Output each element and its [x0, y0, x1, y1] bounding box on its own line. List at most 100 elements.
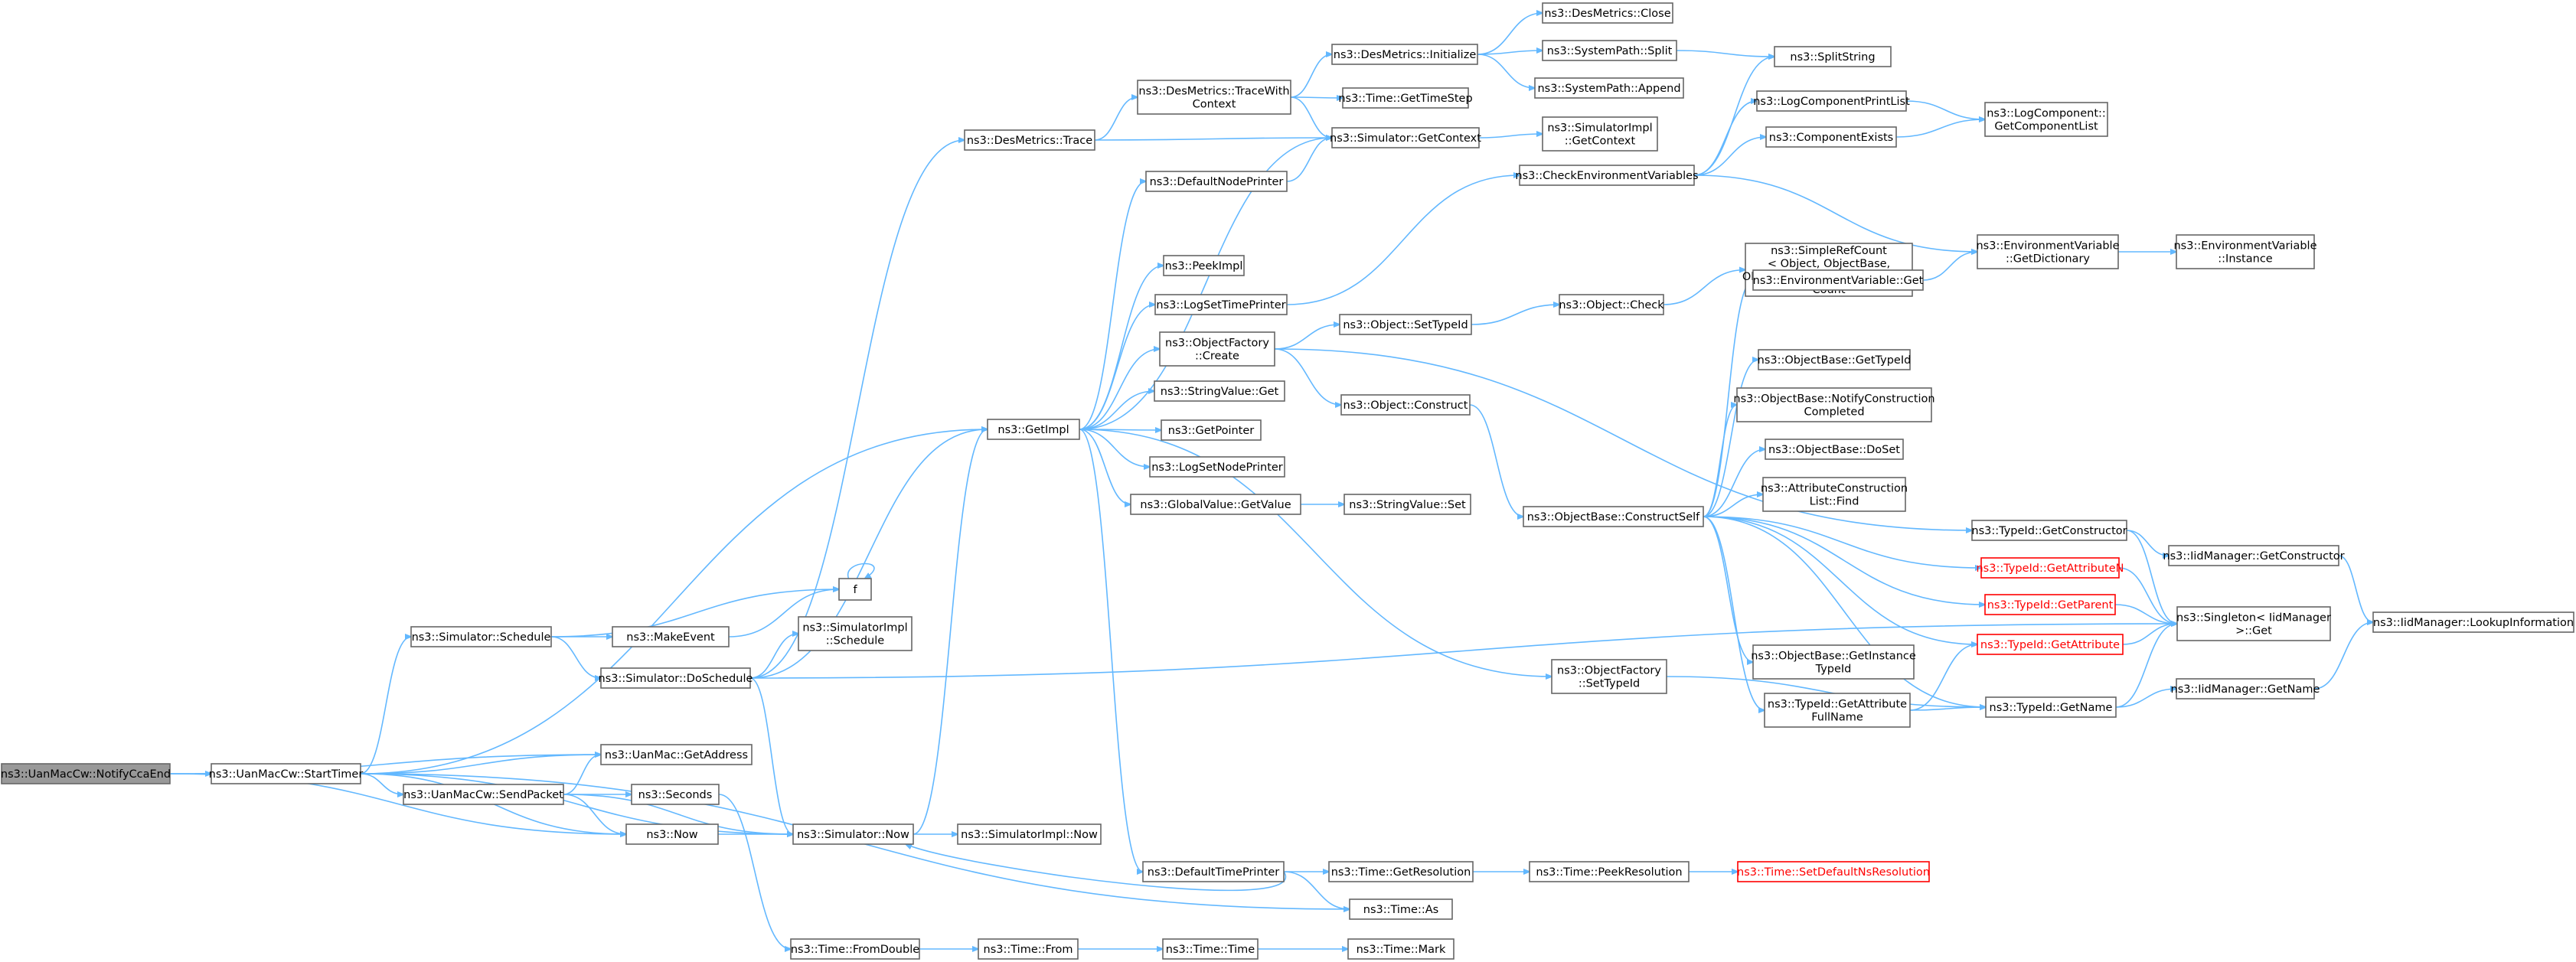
- node-logcomponent-getlist[interactable]: ns3::LogComponent::GetComponentList: [1984, 102, 2108, 137]
- node-time-peekresolution[interactable]: ns3::Time::PeekResolution: [1529, 861, 1690, 882]
- node-makeevent[interactable]: ns3::MakeEvent: [612, 626, 730, 647]
- node-uanmaccw-sendpacket[interactable]: ns3::UanMacCw::SendPacket: [403, 784, 564, 805]
- node-box: [1340, 394, 1471, 416]
- node-box: [1980, 557, 2120, 579]
- node-box: [1342, 87, 1469, 109]
- node-sim-schedule[interactable]: ns3::Simulator::Schedule: [410, 626, 552, 647]
- node-objectfactory-settypeid[interactable]: ns3::ObjectFactory::SetTypeId: [1551, 659, 1667, 694]
- node-sim-now[interactable]: ns3::Simulator::Now: [792, 823, 914, 845]
- node-typeid-getconstructor[interactable]: ns3::TypeId::GetConstructor: [1971, 520, 2127, 541]
- node-time-time[interactable]: ns3::Time::Time: [1162, 938, 1259, 960]
- edge-typeid-getname-to-singleton-get: [2115, 624, 2177, 708]
- node-time-from[interactable]: ns3::Time::From: [978, 938, 1079, 960]
- node-componentexists[interactable]: ns3::ComponentExists: [1765, 126, 1897, 148]
- node-singleton-get[interactable]: ns3::Singleton< IidManager>::Get: [2176, 606, 2331, 641]
- node-checkenvvars[interactable]: ns3::CheckEnvironmentVariables: [1515, 165, 1699, 186]
- node-envvar-get[interactable]: ns3::EnvironmentVariable::Get: [1752, 269, 1924, 291]
- node-typeid-getparent[interactable]: ns3::TypeId::GetParent: [1984, 594, 2116, 615]
- node-simimpl-now[interactable]: ns3::SimulatorImpl::Now: [957, 823, 1102, 845]
- node-time-fromdouble[interactable]: ns3::Time::FromDouble: [790, 938, 920, 960]
- node-time-gettimestep[interactable]: ns3::Time::GetTimeStep: [1338, 87, 1473, 109]
- node-stringvalue-set[interactable]: ns3::StringValue::Set: [1344, 494, 1471, 515]
- node-getimpl[interactable]: ns3::GetImpl: [987, 419, 1080, 440]
- node-object-check[interactable]: ns3::Object::Check: [1559, 294, 1664, 315]
- node-label: List::Find: [1810, 496, 1859, 508]
- node-iidmanager-lookupinformation[interactable]: ns3::IidManager::LookupInformation: [2372, 611, 2574, 633]
- edge-checkenvvars-to-componentexists: [1693, 137, 1766, 176]
- node-start-timer[interactable]: ns3::UanMacCw::StartTimer: [209, 763, 364, 784]
- node-seconds[interactable]: ns3::Seconds: [631, 784, 720, 805]
- edge-defaultnodeprinter-to-sim-getcontext: [1286, 138, 1332, 182]
- node-simimpl-schedule[interactable]: ns3::SimulatorImpl::Schedule: [798, 616, 913, 651]
- edge-desmetrics-initialize-to-systempath-append: [1477, 54, 1535, 88]
- node-typeid-getattributen[interactable]: ns3::TypeId::GetAttributeN: [1976, 557, 2124, 579]
- node-typeid-getattribute[interactable]: ns3::TypeId::GetAttribute: [1977, 634, 2124, 655]
- node-time-setdefaultnsresolution[interactable]: ns3::Time::SetDefaultNsResolution: [1737, 861, 1930, 882]
- node-desmetrics-initialize[interactable]: ns3::DesMetrics::Initialize: [1331, 44, 1478, 65]
- node-logsetnodeprinter[interactable]: ns3::LogSetNodePrinter: [1149, 456, 1285, 478]
- node-time-getresolution[interactable]: ns3::Time::GetResolution: [1328, 861, 1474, 882]
- node-iidmanager-getconstructor[interactable]: ns3::IidManager::GetConstructor: [2163, 545, 2345, 566]
- node-sim-doschedule[interactable]: ns3::Simulator::DoSchedule: [599, 667, 753, 689]
- node-label: ns3::Simulator::Schedule: [412, 631, 551, 644]
- node-desmetrics-close[interactable]: ns3::DesMetrics::Close: [1542, 2, 1673, 24]
- node-label: Completed: [1804, 406, 1864, 419]
- node-objectbase-notifyconstruction[interactable]: ns3::ObjectBase::NotifyConstructionCompl…: [1733, 387, 1935, 422]
- node-label: ns3::LogSetTimePrinter: [1156, 299, 1285, 311]
- node-objectfactory-create[interactable]: ns3::ObjectFactory::Create: [1159, 331, 1275, 367]
- node-label: ns3::TypeId::GetConstructor: [1971, 525, 2127, 537]
- node-desmetrics-trace[interactable]: ns3::DesMetrics::Trace: [964, 129, 1095, 151]
- edge-iidmanager-getconstructor-to-iidmanager-lookupinformation: [2338, 555, 2373, 622]
- node-f[interactable]: f: [838, 578, 872, 601]
- edge-checkenvvars-to-splitstring: [1693, 57, 1774, 176]
- node-logcomponentprintlist[interactable]: ns3::LogComponentPrintList: [1753, 90, 1910, 112]
- node-systempath-split[interactable]: ns3::SystemPath::Split: [1542, 40, 1677, 61]
- node-box: [1331, 44, 1478, 65]
- node-now[interactable]: ns3::Now: [625, 823, 719, 845]
- node-objectbase-gettypeid[interactable]: ns3::ObjectBase::GetTypeId: [1758, 349, 1912, 370]
- edge-objectbase-constructself-to-objectbase-doset: [1703, 449, 1765, 517]
- node-envvar-getdictionary[interactable]: ns3::EnvironmentVariable::GetDictionary: [1976, 234, 2120, 269]
- node-peekimpl[interactable]: ns3::PeekImpl: [1163, 255, 1245, 276]
- edge-objectbase-constructself-to-typeid-getparent: [1703, 516, 1985, 605]
- node-getpointer[interactable]: ns3::GetPointer: [1161, 419, 1262, 441]
- node-splitstring[interactable]: ns3::SplitString: [1774, 46, 1892, 67]
- node-iidmanager-getname[interactable]: ns3::IidManager::GetName: [2171, 678, 2320, 699]
- node-defaultnodeprinter[interactable]: ns3::DefaultNodePrinter: [1145, 171, 1288, 192]
- node-label: ns3::ObjectFactory: [1557, 665, 1661, 677]
- node-label: ns3::SimulatorImpl: [802, 622, 907, 634]
- node-systempath-append[interactable]: ns3::SystemPath::Append: [1534, 77, 1684, 99]
- node-label: ns3::LogSetNodePrinter: [1151, 461, 1283, 474]
- node-time-as[interactable]: ns3::Time::As: [1349, 898, 1453, 920]
- node-defaulttimeprinter[interactable]: ns3::DefaultTimePrinter: [1142, 861, 1285, 882]
- node-label: ns3::ObjectBase::ConstructSelf: [1527, 511, 1700, 523]
- node-stringvalue-get[interactable]: ns3::StringValue::Get: [1154, 380, 1285, 402]
- node-simimpl-getcontext[interactable]: ns3::SimulatorImpl::GetContext: [1542, 116, 1658, 152]
- node-objectbase-constructself[interactable]: ns3::ObjectBase::ConstructSelf: [1523, 506, 1704, 527]
- node-globalvalue-getvalue[interactable]: ns3::GlobalValue::GetValue: [1130, 494, 1301, 515]
- edge-systempath-split-to-splitstring: [1676, 50, 1774, 57]
- node-logsettimeprinter[interactable]: ns3::LogSetTimePrinter: [1154, 294, 1288, 315]
- node-objectbase-doset[interactable]: ns3::ObjectBase::DoSet: [1765, 439, 1904, 460]
- node-label: ::GetContext: [1565, 135, 1636, 148]
- node-time-mark[interactable]: ns3::Time::Mark: [1347, 938, 1455, 960]
- edge-getimpl-to-stringvalue-get: [1079, 391, 1154, 430]
- node-box: [1758, 349, 1911, 370]
- node-uanmac-getaddress[interactable]: ns3::UanMac::GetAddress: [600, 744, 753, 765]
- node-typeid-getname[interactable]: ns3::TypeId::GetName: [1985, 696, 2117, 718]
- edge-desmetrics-initialize-to-systempath-split: [1477, 51, 1543, 55]
- node-box: [987, 419, 1080, 440]
- node-object-construct[interactable]: ns3::Object::Construct: [1340, 394, 1471, 416]
- node-sim-getcontext[interactable]: ns3::Simulator::GetContext: [1330, 127, 1481, 148]
- node-object-settypeid[interactable]: ns3::Object::SetTypeId: [1339, 314, 1472, 335]
- node-box: [1328, 861, 1474, 882]
- node-envvar-instance[interactable]: ns3::EnvironmentVariable::Instance: [2173, 234, 2317, 269]
- node-notify-cca-end[interactable]: ns3::UanMacCw::NotifyCcaEnd: [1, 763, 171, 784]
- node-box: [978, 938, 1079, 960]
